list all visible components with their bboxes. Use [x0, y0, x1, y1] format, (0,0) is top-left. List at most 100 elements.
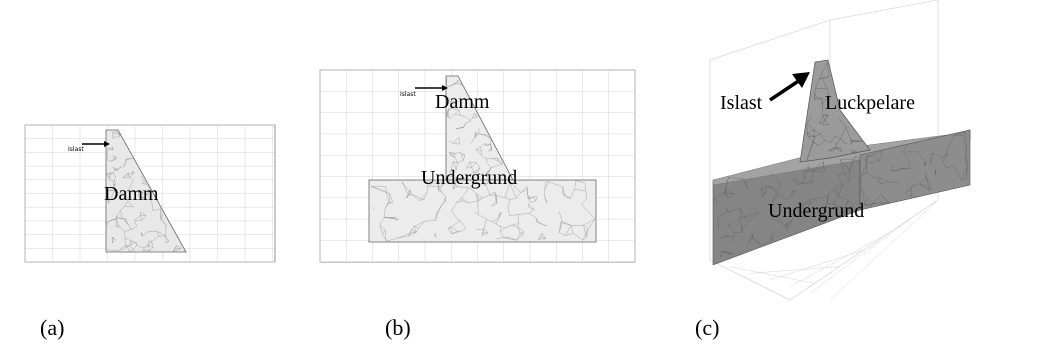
mesh-edge: [105, 184, 109, 191]
mesh-edge: [925, 176, 932, 190]
mesh-edge: [802, 165, 809, 174]
mesh-edge: [450, 226, 452, 234]
mesh-edge: [107, 148, 113, 151]
mesh-edge: [520, 186, 528, 193]
mesh-edge: [942, 162, 947, 168]
mesh-edge: [930, 153, 934, 155]
mesh-b-texture: [371, 77, 596, 242]
mesh-edge: [112, 172, 117, 178]
mesh-edge: [407, 194, 409, 198]
mesh-edge: [516, 192, 521, 199]
mesh-edge: [908, 160, 911, 169]
mesh-edge: [487, 163, 492, 168]
mesh-edge: [413, 221, 425, 227]
mesh-edge: [751, 233, 753, 238]
mesh-edge: [455, 126, 464, 130]
mesh-edge: [837, 173, 845, 175]
mesh-edge: [488, 146, 492, 152]
mesh-edge: [410, 193, 420, 201]
mesh-edge: [395, 217, 399, 220]
mesh-edge: [802, 177, 805, 184]
mesh-edge: [441, 199, 446, 205]
mesh-edge: [499, 226, 501, 232]
mesh-edge: [457, 83, 463, 86]
mesh-edge: [587, 218, 596, 230]
mesh-edge: [124, 231, 126, 238]
mesh-edge: [470, 137, 475, 144]
mesh-edge: [112, 132, 120, 135]
mesh-edge: [130, 240, 137, 243]
mesh-edge: [724, 193, 729, 198]
mesh-edge: [518, 212, 530, 215]
mesh-edge: [561, 192, 571, 199]
load-label-a: Islast: [68, 146, 84, 153]
mesh-edge: [814, 133, 820, 137]
mesh-edge: [844, 170, 850, 175]
mesh-edge: [544, 181, 547, 189]
mesh-edge: [848, 134, 853, 142]
mesh-edge: [966, 150, 968, 162]
mesh-edge: [476, 115, 479, 118]
mesh-edge: [371, 186, 390, 195]
mesh-edge: [388, 193, 391, 203]
mesh-edge: [796, 183, 803, 185]
mesh-edge: [142, 244, 149, 249]
mesh-edge: [486, 158, 492, 159]
mesh-c-texture: [713, 62, 968, 258]
mesh-edge: [448, 97, 451, 102]
pillar-label-c: Luckpelare: [825, 92, 915, 114]
mesh-edge: [541, 236, 546, 239]
mesh-edge: [561, 186, 563, 193]
mesh-edge: [160, 208, 163, 216]
mesh-edge: [125, 189, 129, 194]
mesh-edge: [477, 200, 480, 202]
mesh-edge: [850, 151, 857, 154]
mesh-edge: [450, 113, 455, 119]
mesh-edge: [459, 228, 466, 232]
mesh-edge: [814, 93, 817, 98]
mesh-edge: [113, 184, 115, 191]
mesh-edge: [745, 242, 750, 251]
mesh-edge: [840, 158, 853, 160]
mesh-edge: [134, 220, 137, 227]
mesh-edge: [497, 160, 503, 165]
mesh-edge: [486, 167, 492, 174]
mesh-edge: [510, 181, 521, 193]
mesh-edge: [527, 195, 530, 200]
mesh-edge: [438, 184, 444, 191]
mesh-edge: [435, 213, 437, 221]
mesh-edge: [475, 149, 482, 156]
mesh-edge: [754, 207, 759, 213]
mesh-edge: [747, 212, 759, 223]
mesh-edge: [123, 176, 131, 179]
mesh-edge: [961, 168, 968, 181]
mesh-edge: [791, 190, 793, 196]
mesh-edge: [820, 215, 827, 219]
mesh-edge: [792, 178, 803, 184]
mesh-edge: [520, 231, 525, 234]
mesh-edge: [124, 159, 126, 167]
mesh-edge: [770, 233, 773, 242]
mesh-edge: [820, 203, 828, 219]
mesh-edge: [919, 183, 932, 190]
mesh-edge: [471, 162, 477, 168]
mesh-edge: [150, 199, 152, 203]
mesh-edge: [466, 166, 472, 169]
mesh-edge: [560, 222, 571, 226]
mesh-edge: [953, 131, 966, 136]
mesh-edge: [143, 244, 149, 251]
mesh-edge: [142, 183, 147, 185]
mesh-edge: [559, 222, 561, 233]
mesh-edge: [853, 140, 856, 142]
mesh-edge: [450, 101, 452, 109]
mesh-edge: [855, 155, 860, 163]
mesh-edge: [761, 187, 766, 194]
mesh-edge: [142, 231, 150, 236]
mesh-edge: [586, 228, 589, 238]
mesh-edge: [745, 212, 759, 218]
mesh-edge: [409, 229, 412, 234]
mesh-edge: [423, 192, 428, 200]
mesh-edge: [128, 225, 132, 230]
load-arrowhead-a: [104, 141, 110, 147]
mesh-edge: [827, 188, 836, 195]
